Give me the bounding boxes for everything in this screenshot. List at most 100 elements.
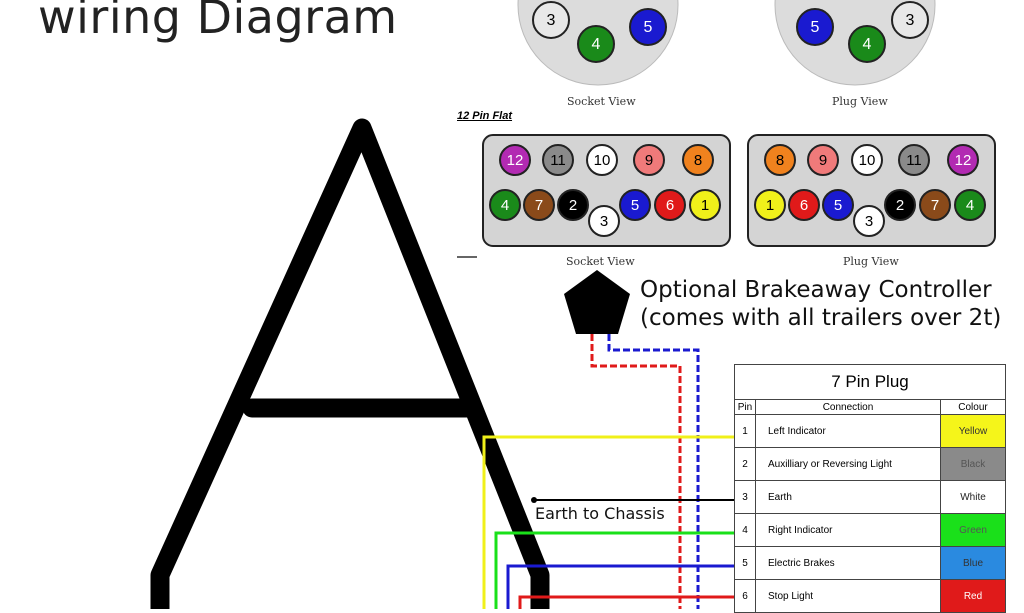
svg-text:1: 1	[701, 197, 709, 214]
flat-pin: 11	[542, 144, 574, 176]
flat-pin: 8	[764, 144, 796, 176]
pin-connection: Earth	[755, 480, 941, 514]
svg-text:8: 8	[694, 152, 702, 169]
svg-text:10: 10	[594, 152, 611, 169]
pin-colour-swatch: Green	[940, 513, 1006, 547]
svg-text:7: 7	[535, 197, 543, 214]
brakeaway-label: Optional Brakeaway Controller (comes wit…	[640, 276, 1001, 332]
svg-text:4: 4	[501, 197, 509, 214]
brakeaway-line2: (comes with all trailers over 2t)	[640, 305, 1002, 331]
flat-socket-caption: Socket View	[566, 255, 635, 268]
pin-colour-swatch: White	[940, 480, 1006, 514]
connection-header: Connection	[755, 399, 941, 415]
colour-header: Colour	[940, 399, 1006, 415]
svg-text:7: 7	[931, 197, 939, 214]
flat-pin: 4	[489, 189, 521, 221]
flat-pin: 2	[884, 189, 916, 221]
flat-pin: 8	[682, 144, 714, 176]
round-socket-pins: 3 4 5	[532, 1, 667, 63]
pin-colour-swatch: Blue	[940, 546, 1006, 580]
svg-text:4: 4	[863, 36, 872, 53]
svg-text:3: 3	[906, 12, 915, 29]
pin-connection: Auxilliary or Reversing Light	[755, 447, 941, 481]
svg-text:10: 10	[859, 152, 876, 169]
flat-pin: 7	[523, 189, 555, 221]
flat-pin: 9	[633, 144, 665, 176]
pin-header: Pin	[734, 399, 756, 415]
flat-pin: 5	[822, 189, 854, 221]
flat-pin: 6	[654, 189, 686, 221]
flat-connector-label: 12 Pin Flat	[457, 110, 513, 122]
flat-pin: 10	[851, 144, 883, 176]
brakeaway-controller-icon	[564, 270, 630, 334]
pin-colour-swatch: Yellow	[940, 414, 1006, 448]
earth-label: Earth to Chassis	[535, 504, 665, 523]
svg-text:3: 3	[600, 213, 608, 230]
flat-pin: 10	[586, 144, 618, 176]
pin-number: 6	[734, 579, 756, 613]
wiring-lines	[482, 334, 734, 609]
svg-text:5: 5	[631, 197, 639, 214]
svg-text:11: 11	[550, 152, 566, 169]
svg-text:9: 9	[645, 152, 653, 169]
page-title: wiring Diagram	[38, 0, 398, 44]
svg-text:4: 4	[966, 197, 974, 214]
earth-point	[531, 497, 537, 503]
round-socket-pin: 4	[577, 25, 615, 63]
svg-text:2: 2	[896, 197, 904, 214]
svg-text:12: 12	[955, 152, 972, 169]
flat-pin: 1	[689, 189, 721, 221]
round-plug-caption: Plug View	[832, 95, 888, 108]
flat-pin: 12	[499, 144, 531, 176]
flat-pin: 3	[853, 205, 885, 237]
svg-text:4: 4	[592, 36, 601, 53]
flat-pin: 9	[807, 144, 839, 176]
svg-text:5: 5	[644, 19, 653, 36]
flat-pin: 12	[947, 144, 979, 176]
flat-pin: 4	[954, 189, 986, 221]
round-plug-pin: 5	[796, 8, 834, 46]
round-plug-pin: 3	[891, 1, 929, 39]
svg-text:5: 5	[834, 197, 842, 214]
svg-text:2: 2	[569, 197, 577, 214]
pin-colour-swatch: Red	[940, 579, 1006, 613]
flat-pin: 3	[588, 205, 620, 237]
pin-connection: Right Indicator	[755, 513, 941, 547]
trailer-a-frame	[150, 118, 550, 609]
flat-pin: 11	[898, 144, 930, 176]
svg-text:3: 3	[865, 213, 873, 230]
svg-text:1: 1	[766, 197, 774, 214]
svg-text:8: 8	[776, 152, 784, 169]
svg-text:5: 5	[811, 19, 820, 36]
pin-number: 1	[734, 414, 756, 448]
pin-connection: Stop Light	[755, 579, 941, 613]
round-socket-pin: 3	[532, 1, 570, 39]
pin-number: 5	[734, 546, 756, 580]
flat-plug-pins: 8 9 10 11 12 1 6 5 3 2 7 4	[754, 144, 986, 237]
brakeaway-line1: Optional Brakeaway Controller	[640, 277, 992, 303]
flat-pin: 2	[557, 189, 589, 221]
pin-number: 2	[734, 447, 756, 481]
flat-plug-caption: Plug View	[843, 255, 899, 268]
round-plug-pins: 5 4 3	[796, 1, 929, 63]
flat-pin: 1	[754, 189, 786, 221]
svg-text:6: 6	[800, 197, 808, 214]
pin-connection: Left Indicator	[755, 414, 941, 448]
pin-number: 4	[734, 513, 756, 547]
round-plug-pin: 4	[848, 25, 886, 63]
svg-text:9: 9	[819, 152, 827, 169]
svg-text:12: 12	[507, 152, 524, 169]
round-socket-caption: Socket View	[567, 95, 636, 108]
pin-number: 3	[734, 480, 756, 514]
round-socket-pin: 5	[629, 8, 667, 46]
pin-colour-swatch: Black	[940, 447, 1006, 481]
svg-text:3: 3	[547, 12, 556, 29]
